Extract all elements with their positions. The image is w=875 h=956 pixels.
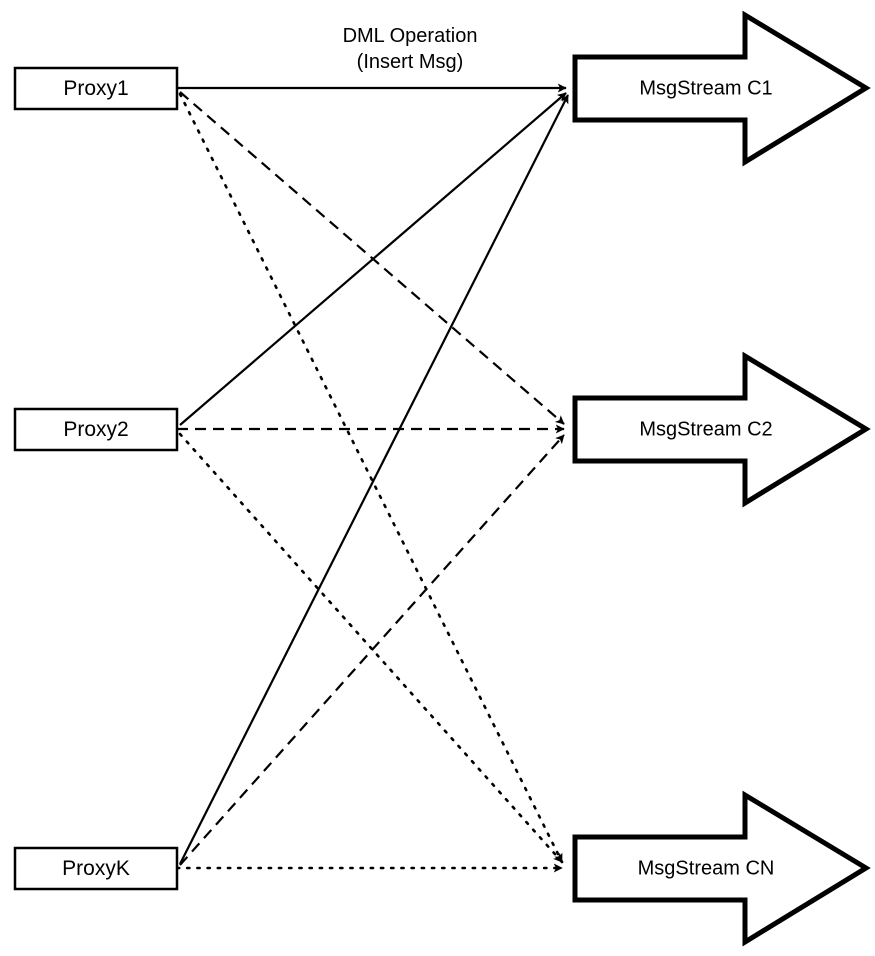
block-arrow-shape[interactable] — [572, 351, 871, 508]
edge-caption-line-2: (Insert Msg) — [357, 51, 464, 73]
proxy-node-proxy2[interactable]: Proxy2 — [13, 407, 179, 452]
proxy-box-rect[interactable] — [13, 407, 179, 452]
proxy-node-proxy1[interactable]: Proxy1 — [13, 66, 179, 111]
stream-label: MsgStream C1 — [639, 77, 772, 99]
proxy-label: Proxy1 — [63, 77, 128, 100]
stream-node-cn[interactable]: MsgStream CN — [572, 790, 871, 947]
proxy-label: ProxyK — [62, 857, 130, 880]
block-arrow-shape[interactable] — [572, 10, 871, 167]
edge-proxy1-to-stream-c2 — [179, 91, 565, 425]
proxy-box-rect[interactable] — [13, 846, 179, 891]
edge-group — [175, 83, 569, 873]
block-arrow-shape[interactable] — [572, 790, 871, 947]
edge-proxy2-to-stream-c1 — [179, 92, 567, 426]
edge-proxy1-to-stream-cn — [178, 92, 564, 864]
proxy-label: Proxy2 — [63, 418, 128, 441]
stream-node-c1[interactable]: MsgStream C1 — [572, 10, 871, 167]
edge-proxy2-to-stream-cn — [178, 432, 564, 864]
edge-proxyk-to-stream-c2 — [179, 434, 565, 866]
edge-caption: DML Operation (Insert Msg) — [343, 25, 478, 73]
stream-label: MsgStream C2 — [639, 418, 772, 440]
proxy-node-proxyk[interactable]: ProxyK — [13, 846, 179, 891]
edge-proxyk-to-stream-c1 — [179, 94, 569, 865]
edge-caption-line-1: DML Operation — [343, 25, 478, 47]
stream-label: MsgStream CN — [638, 857, 775, 879]
proxy-box-rect[interactable] — [13, 66, 179, 111]
stream-node-c2[interactable]: MsgStream C2 — [572, 351, 871, 508]
